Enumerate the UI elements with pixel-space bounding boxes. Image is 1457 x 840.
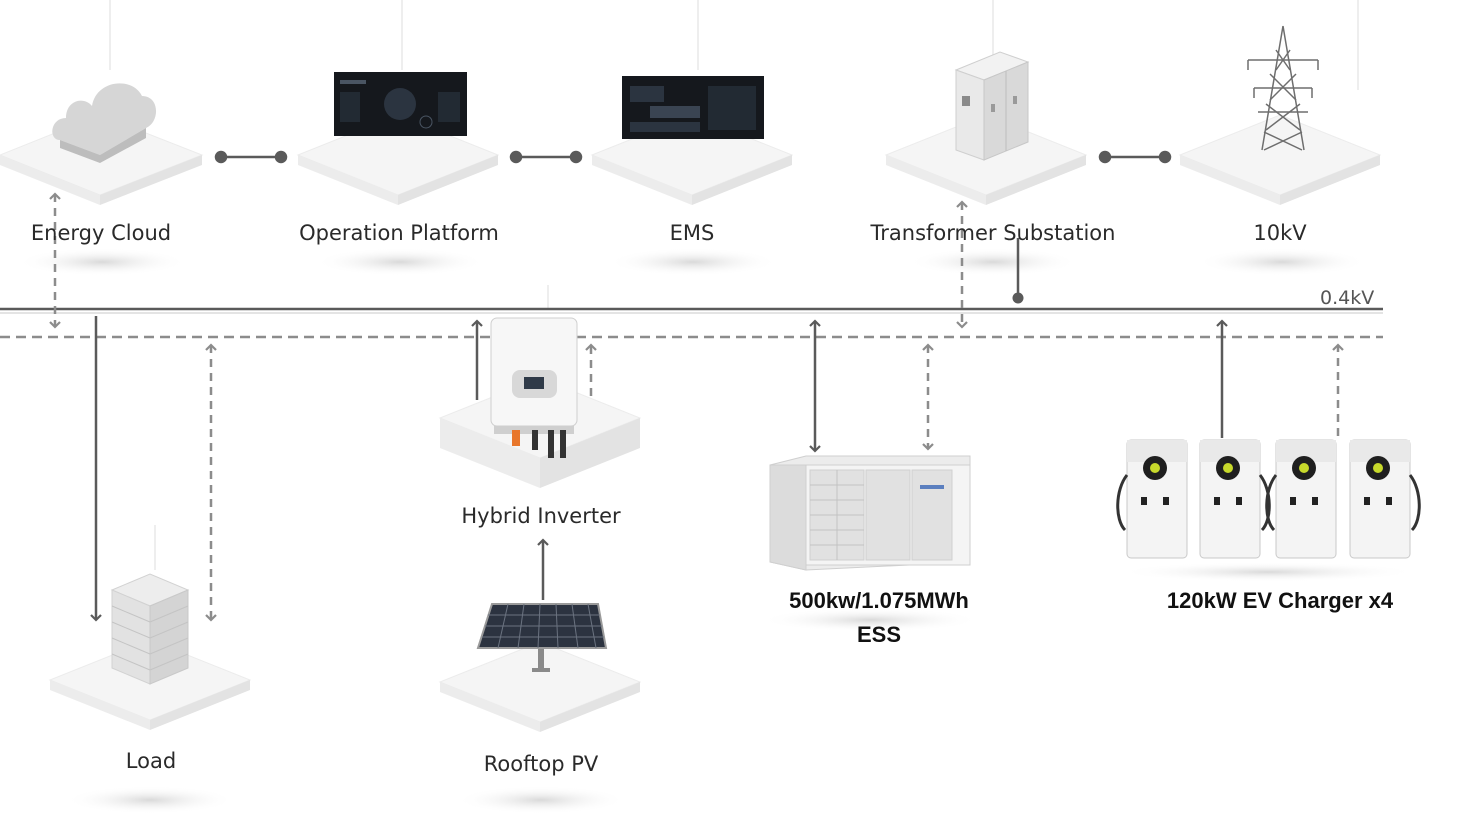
ev-charger-icon — [1116, 439, 1421, 559]
ess-label: 500kw/1.075MWh ESS — [789, 584, 969, 652]
transmission-tower-icon — [1247, 25, 1319, 151]
energy-cloud-node — [0, 83, 204, 276]
load-label: Load — [125, 749, 177, 773]
solar-panel-icon — [476, 603, 608, 672]
grid-10kv-label: 10kV — [1253, 221, 1307, 245]
grid-10kv-node — [1178, 25, 1382, 276]
inverter-icon — [490, 317, 578, 458]
ems-label: EMS — [669, 221, 715, 245]
ess-label-line2: ESS — [856, 622, 902, 647]
ems-screen-icon — [622, 76, 764, 139]
ess-node — [760, 455, 980, 632]
transformer-substation-label: Transformer Substation — [870, 221, 1116, 245]
ev-charger-node — [1116, 439, 1421, 582]
dashboard-screen-icon — [334, 72, 467, 136]
rooftop-pv-node — [438, 603, 642, 814]
ev-charger-label: 120kW EV Charger x4 — [1166, 588, 1394, 613]
hybrid-inverter-node — [438, 317, 642, 488]
hybrid-inverter-label: Hybrid Inverter — [461, 504, 621, 528]
substation-bus-tap — [1012, 238, 1024, 304]
top-row-connectors — [214, 150, 1172, 164]
cloud-icon — [52, 83, 157, 163]
substation-cabinet-icon — [954, 51, 1030, 161]
background-guides — [109, 0, 1359, 570]
operation-platform-node — [296, 72, 500, 276]
transformer-substation-node — [884, 51, 1088, 276]
energy-cloud-label: Energy Cloud — [30, 221, 172, 245]
power-bus — [0, 307, 1383, 314]
battery-container-icon — [769, 455, 971, 571]
bus-voltage-label: 0.4kV — [1320, 287, 1375, 309]
rooftop-pv-label: Rooftop PV — [483, 752, 599, 776]
ess-label-line1: 500kw/1.075MWh — [789, 588, 969, 613]
load-node — [48, 573, 252, 814]
operation-platform-label: Operation Platform — [299, 221, 499, 245]
ems-node — [590, 76, 794, 276]
server-stack-icon — [110, 573, 190, 685]
